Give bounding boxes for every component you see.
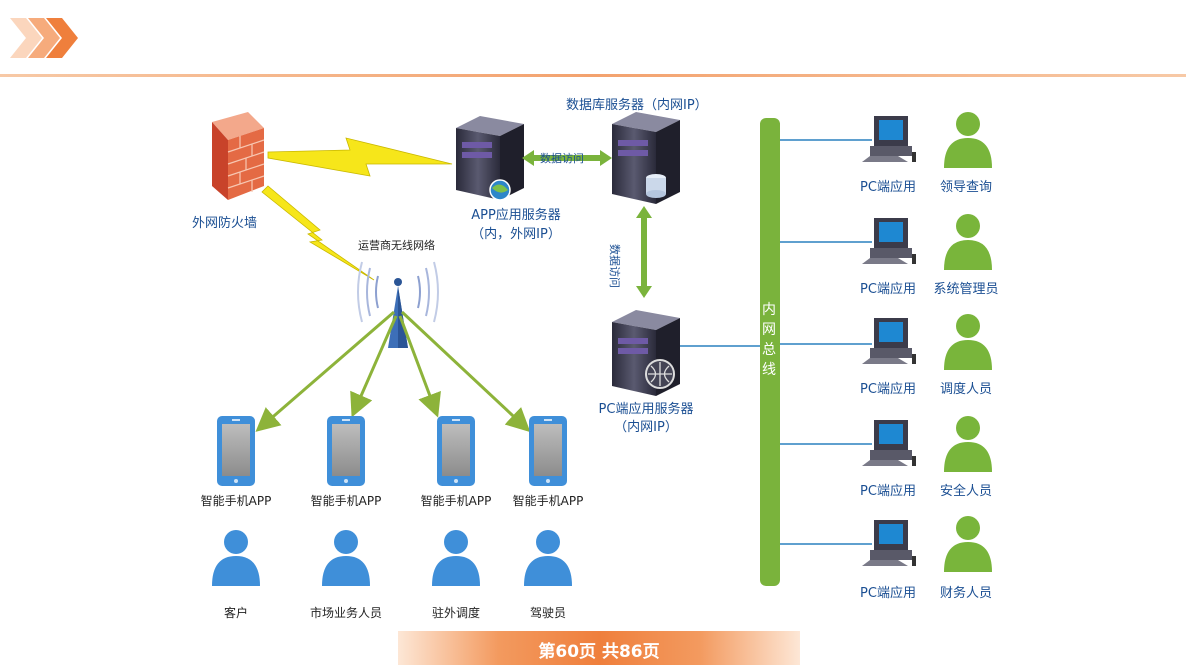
page-footer: 第60页 共86页	[398, 631, 800, 665]
phone-label: 智能手机APP	[512, 494, 584, 508]
pc-app-label: PC端应用	[860, 282, 916, 297]
data-access-arrow-horizontal	[522, 150, 612, 166]
data-access-arrow-vertical	[636, 206, 652, 298]
bus-char: 网	[762, 322, 776, 338]
app-server-label-2: （内，外网IP）	[471, 227, 561, 242]
person-blue-icon	[322, 530, 370, 586]
antenna-tower-icon	[357, 261, 439, 348]
app-server-icon	[456, 116, 524, 201]
smartphone-icon	[217, 416, 255, 486]
smartphone-icon	[327, 416, 365, 486]
phone-label: 智能手机APP	[310, 494, 382, 508]
wireless-link-firewall-app	[267, 137, 453, 177]
mobile-user-label: 驾驶员	[529, 606, 567, 620]
pc-user-label: 系统管理员	[933, 282, 999, 297]
person-green-icon	[944, 516, 992, 572]
smartphone-icon	[437, 416, 475, 486]
pc-app-server-icon	[612, 310, 680, 396]
person-green-icon	[944, 416, 992, 472]
person-green-icon	[944, 112, 992, 168]
person-green-icon	[944, 314, 992, 370]
mobile-user-label: 客户	[223, 606, 249, 620]
page-indicator: 第60页 共86页	[538, 642, 660, 662]
pc-user-label: 财务人员	[939, 586, 993, 601]
bus-client-links	[780, 139, 872, 545]
data-access-label-h: 数据访问	[540, 152, 584, 165]
pc-server-label-2: （内网IP）	[614, 420, 678, 435]
person-blue-icon	[212, 530, 260, 586]
intranet-bus-label: 内 网 总 线	[760, 300, 778, 380]
smartphone-icon	[529, 416, 567, 486]
pc-app-label: PC端应用	[860, 484, 916, 499]
person-green-icon	[944, 214, 992, 270]
mobile-user-label: 市场业务人员	[309, 606, 383, 620]
pc-client-icon	[862, 218, 916, 264]
pc-client-icon	[862, 116, 916, 162]
phone-label: 智能手机APP	[200, 494, 272, 508]
bus-char: 线	[762, 362, 776, 378]
database-server-icon	[612, 112, 680, 204]
wireless-link-firewall-tower	[261, 185, 375, 281]
operator-network-label: 运营商无线网络	[358, 239, 435, 252]
bus-char: 总	[762, 342, 776, 358]
tower-to-phone-arrows	[255, 310, 531, 433]
firewall-label: 外网防火墙	[192, 216, 258, 231]
pc-client-icon	[862, 420, 916, 466]
chevron-arrows-icon	[10, 18, 78, 58]
slide-header	[0, 0, 1186, 72]
intranet-bus	[760, 118, 780, 586]
pc-app-label: PC端应用	[860, 180, 916, 195]
phone-label: 智能手机APP	[420, 494, 492, 508]
pc-server-label-1: PC端应用服务器	[598, 402, 694, 417]
person-blue-icon	[524, 530, 572, 586]
pc-user-label: 调度人员	[939, 382, 993, 397]
firewall-icon	[212, 112, 265, 200]
pc-client-icon	[862, 520, 916, 566]
pc-app-label: PC端应用	[860, 382, 916, 397]
bus-char: 内	[762, 302, 776, 318]
mobile-user-label: 驻外调度	[431, 606, 481, 620]
pc-user-label: 安全人员	[939, 484, 993, 499]
pc-client-icon	[862, 318, 916, 364]
app-server-label-1: APP应用服务器	[471, 208, 561, 223]
person-blue-icon	[432, 530, 480, 586]
pc-app-label: PC端应用	[860, 586, 916, 601]
data-access-label-v: 数据访问	[608, 244, 621, 288]
header-divider	[0, 74, 1186, 77]
pc-user-label: 领导查询	[939, 180, 993, 195]
db-server-label: 数据库服务器（内网IP）	[566, 98, 708, 113]
